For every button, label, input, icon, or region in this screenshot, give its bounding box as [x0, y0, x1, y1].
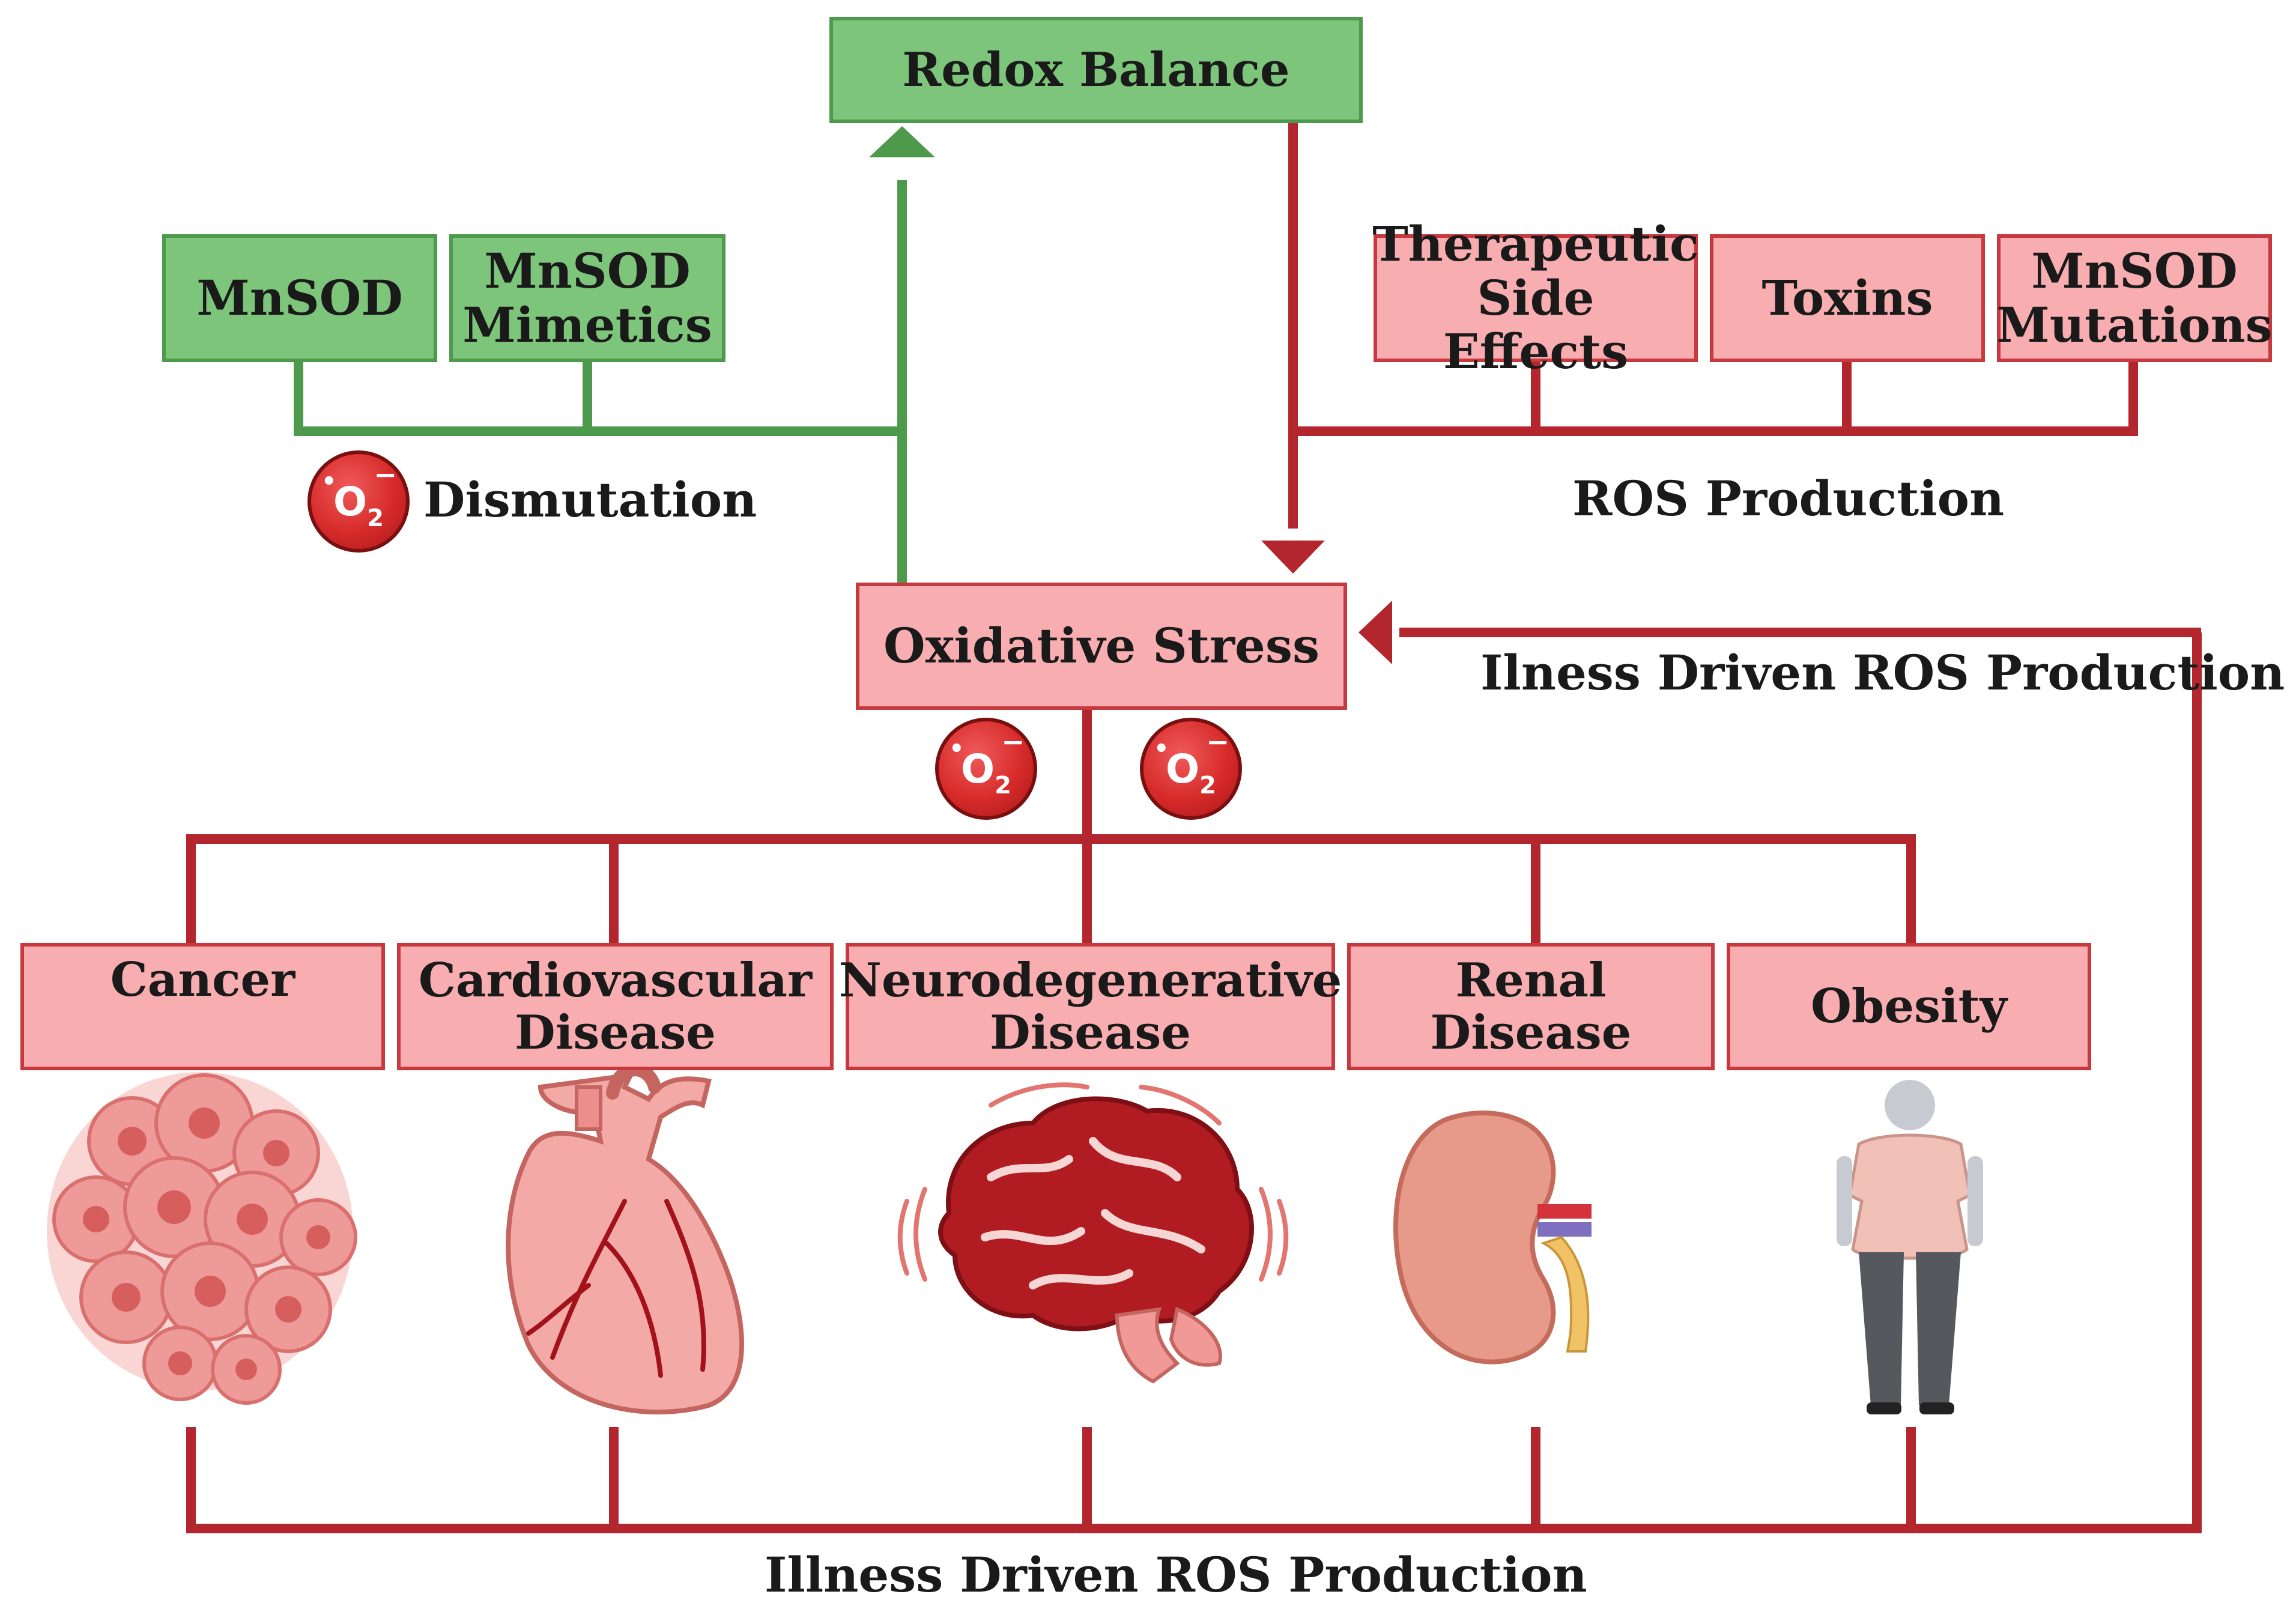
obese-person-icon [1837, 1080, 1983, 1414]
mnsod-mimetics-line-1: MnSOD [484, 242, 691, 299]
oxidative-stress-box: Oxidative Stress [856, 583, 1347, 710]
mnsod-mutations-line-1: MnSOD [2031, 242, 2238, 299]
green-arrowhead [869, 126, 935, 157]
renal-line-1: Renal [1455, 953, 1607, 1008]
superoxide-icon-right: •O2− [1140, 718, 1242, 820]
toxins-box: Toxins [1710, 234, 1985, 362]
obesity-label: Obesity [1810, 979, 2007, 1034]
feedback-connector [186, 628, 2202, 1533]
therapeutic-line-2: Side Effects [1443, 269, 1629, 380]
mnsod-mutations-box: MnSOD Mutations [1996, 234, 2273, 362]
cardiovascular-disease-box: Cardiovascular Disease [397, 943, 834, 1070]
redox-balance-box: Redox Balance [829, 17, 1363, 123]
dismutation-label: Dismutation [423, 471, 757, 528]
neurodegenerative-line-1: Neurodegenerative [838, 953, 1342, 1008]
mnsod-mimetics-line-2: Mimetics [462, 296, 712, 353]
kidney-icon [1393, 1111, 1592, 1365]
obesity-box: Obesity [1727, 943, 2091, 1070]
oxidative-stress-label: Oxidative Stress [883, 617, 1319, 674]
cardiovascular-line-1: Cardiovascular [418, 953, 813, 1008]
redox-balance-label: Redox Balance [902, 42, 1290, 97]
dismutation-connector [294, 180, 907, 583]
mnsod-label: MnSOD [196, 269, 403, 326]
feedback-label-right: Ilness Driven ROS Production [1480, 644, 2285, 701]
feedback-label-bottom: Illness Driven ROS Production [765, 1547, 1587, 1603]
heart-icon [506, 1063, 744, 1415]
brain-icon [897, 1082, 1289, 1384]
red-arrowhead-down [1261, 541, 1325, 574]
cardiovascular-line-2: Disease [515, 1005, 716, 1060]
renal-line-2: Disease [1430, 1005, 1632, 1060]
ros-production-label: ROS Production [1572, 470, 2005, 527]
mnsod-mutations-line-2: Mutations [1996, 296, 2273, 353]
red-arrowhead-left [1359, 601, 1392, 664]
toxins-label: Toxins [1761, 269, 1933, 326]
therapeutic-side-effects-box: Therapeutic Side Effects [1372, 217, 1699, 379]
cancer-cells-icon [47, 1072, 357, 1405]
cancer-box: Cancer [20, 943, 385, 1070]
neurodegenerative-line-2: Disease [990, 1005, 1191, 1060]
ros-production-connector [1288, 123, 2138, 529]
therapeutic-line-1: Therapeutic [1372, 216, 1699, 273]
mnsod-box: MnSOD [162, 234, 437, 362]
disease-connector [186, 710, 1916, 946]
neurodegenerative-disease-box: Neurodegenerative Disease [839, 943, 1342, 1070]
superoxide-icon-dismutation: •O2− [307, 450, 410, 553]
cancer-label: Cancer [110, 953, 295, 1007]
mnsod-mimetics-box: MnSOD Mimetics [449, 234, 725, 362]
renal-disease-box: Renal Disease [1347, 943, 1715, 1070]
superoxide-icon-left: •O2− [935, 718, 1037, 820]
